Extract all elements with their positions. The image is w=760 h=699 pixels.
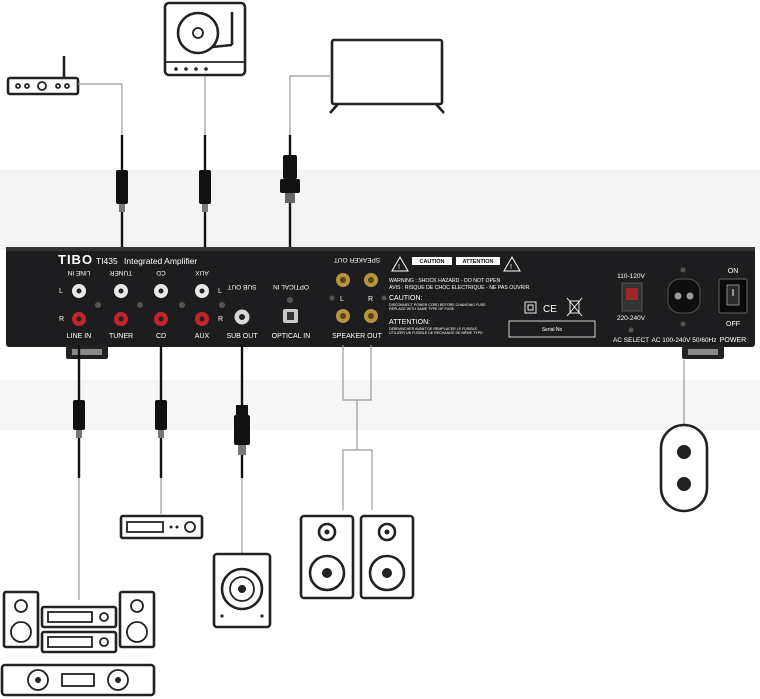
double-insulation-icon: [524, 301, 537, 314]
amplifier-rear-panel: [6, 247, 755, 359]
label-right: R: [59, 316, 64, 323]
speaker-wires: [342, 345, 373, 510]
warning-triangle-icon: ! !: [391, 255, 521, 272]
label-speaker-right: R: [368, 296, 373, 303]
label-aux: AUX: [195, 333, 210, 340]
attention-badge-bg: [456, 257, 500, 265]
ac-input-label: AC 100-240V 50/60Hz: [651, 337, 716, 344]
label-speaker-out-top: SPEAKER OUT: [334, 256, 380, 263]
ac-inlet-socket: [667, 267, 701, 327]
label-line-in: LINE IN: [67, 333, 92, 340]
label-optical-top: OPTICAL IN: [273, 283, 309, 290]
warning-line-1: WARNING : SHOCK HAZARD - DO NOT OPEN: [389, 278, 501, 284]
caution-line-1: DISCONNECT POWER CORD BEFORE CHANGING FU…: [389, 303, 487, 307]
model-number: TI435: [96, 256, 118, 266]
attention-title: ATTENTION:: [389, 319, 430, 326]
router-wire: [78, 83, 123, 135]
product-name: Integrated Amplifier: [124, 256, 197, 266]
background-band-lower: [0, 380, 760, 430]
attention-badge: ATTENTION: [462, 259, 493, 265]
label-cd-top: CD: [156, 269, 166, 276]
svg-text:!: !: [398, 264, 400, 271]
hifi-system-icon: [0, 590, 156, 697]
label-left: L: [59, 288, 63, 295]
power-label: POWER: [720, 337, 746, 344]
label-cd: CD: [156, 333, 166, 340]
optical-in-port: [283, 309, 298, 323]
subwoofer-icon: [212, 552, 272, 629]
label-speaker-out: SPEAKER OUT: [332, 333, 383, 340]
optical-plug-icon: [280, 135, 300, 255]
router-icon: [6, 56, 80, 96]
speaker-icon: [359, 514, 415, 600]
weee-bin-icon: [566, 297, 583, 317]
ac-select-220: 220-240V: [617, 315, 646, 322]
power-switch[interactable]: [718, 278, 748, 314]
power-on-label: ON: [728, 268, 739, 275]
brand-logo: TIBO: [58, 252, 93, 267]
ac-screw: [628, 327, 634, 333]
attention-line-2: UTILIZER UN FUSIBLE DE RECHANGE DE MÊME …: [389, 330, 484, 335]
voltage-selector-switch[interactable]: [621, 282, 643, 312]
label-tuner-top: TUNER: [110, 269, 133, 276]
label-optical-in: OPTICAL IN: [272, 333, 311, 340]
label-tuner: TUNER: [109, 333, 133, 340]
panel-screws: [95, 297, 293, 308]
label-sub-out-top: SUB OUT: [228, 283, 257, 290]
dvd-player-icon: [119, 514, 204, 540]
ac-select-label: AC SELECT: [613, 337, 649, 344]
background-band: [0, 170, 760, 250]
cd-cable: [155, 345, 167, 514]
caution-title: CAUTION:: [389, 295, 423, 302]
ce-mark: CE: [543, 304, 557, 315]
warning-line-2: AVIS : RISQUE DE CHOC ELECTRIQUE - NE PA…: [389, 285, 530, 291]
label-aux-top: AUX: [195, 269, 209, 276]
serial-box: [508, 320, 596, 338]
tv-wire: [289, 75, 330, 135]
caution-line-2: REPLACE WITH SAME TYPE OF FUSE.: [389, 307, 455, 311]
speaker-terminals: [329, 273, 387, 323]
label-speaker-left: L: [340, 296, 344, 303]
label-line-in-top: LINE IN: [67, 269, 90, 276]
turntable-icon: [163, 1, 247, 77]
rca-jacks-white: [72, 284, 209, 298]
label-right-aux: R: [218, 316, 223, 323]
power-off-label: OFF: [726, 321, 740, 328]
sub-out-jack: [234, 309, 250, 325]
line-in-cable: [73, 345, 85, 600]
tv-icon: [329, 38, 445, 114]
svg-text:!: !: [510, 264, 512, 271]
caution-badge-bg: [412, 257, 452, 265]
ac-select-110: 110-120V: [617, 273, 645, 280]
attention-line-1: DEBRANCHER AVANT DE REMPLACER LE FUSIBLE…: [389, 327, 478, 331]
speaker-icon: [299, 514, 355, 600]
label-sub-out: SUB OUT: [226, 333, 258, 340]
serial-label: Serial No: [542, 327, 563, 333]
sub-out-cable: [234, 345, 250, 553]
figure-8-socket-icon: [659, 423, 709, 513]
label-left-aux: L: [218, 288, 222, 295]
caution-badge: CAUTION: [419, 259, 444, 265]
rca-jacks-red: [72, 312, 209, 326]
